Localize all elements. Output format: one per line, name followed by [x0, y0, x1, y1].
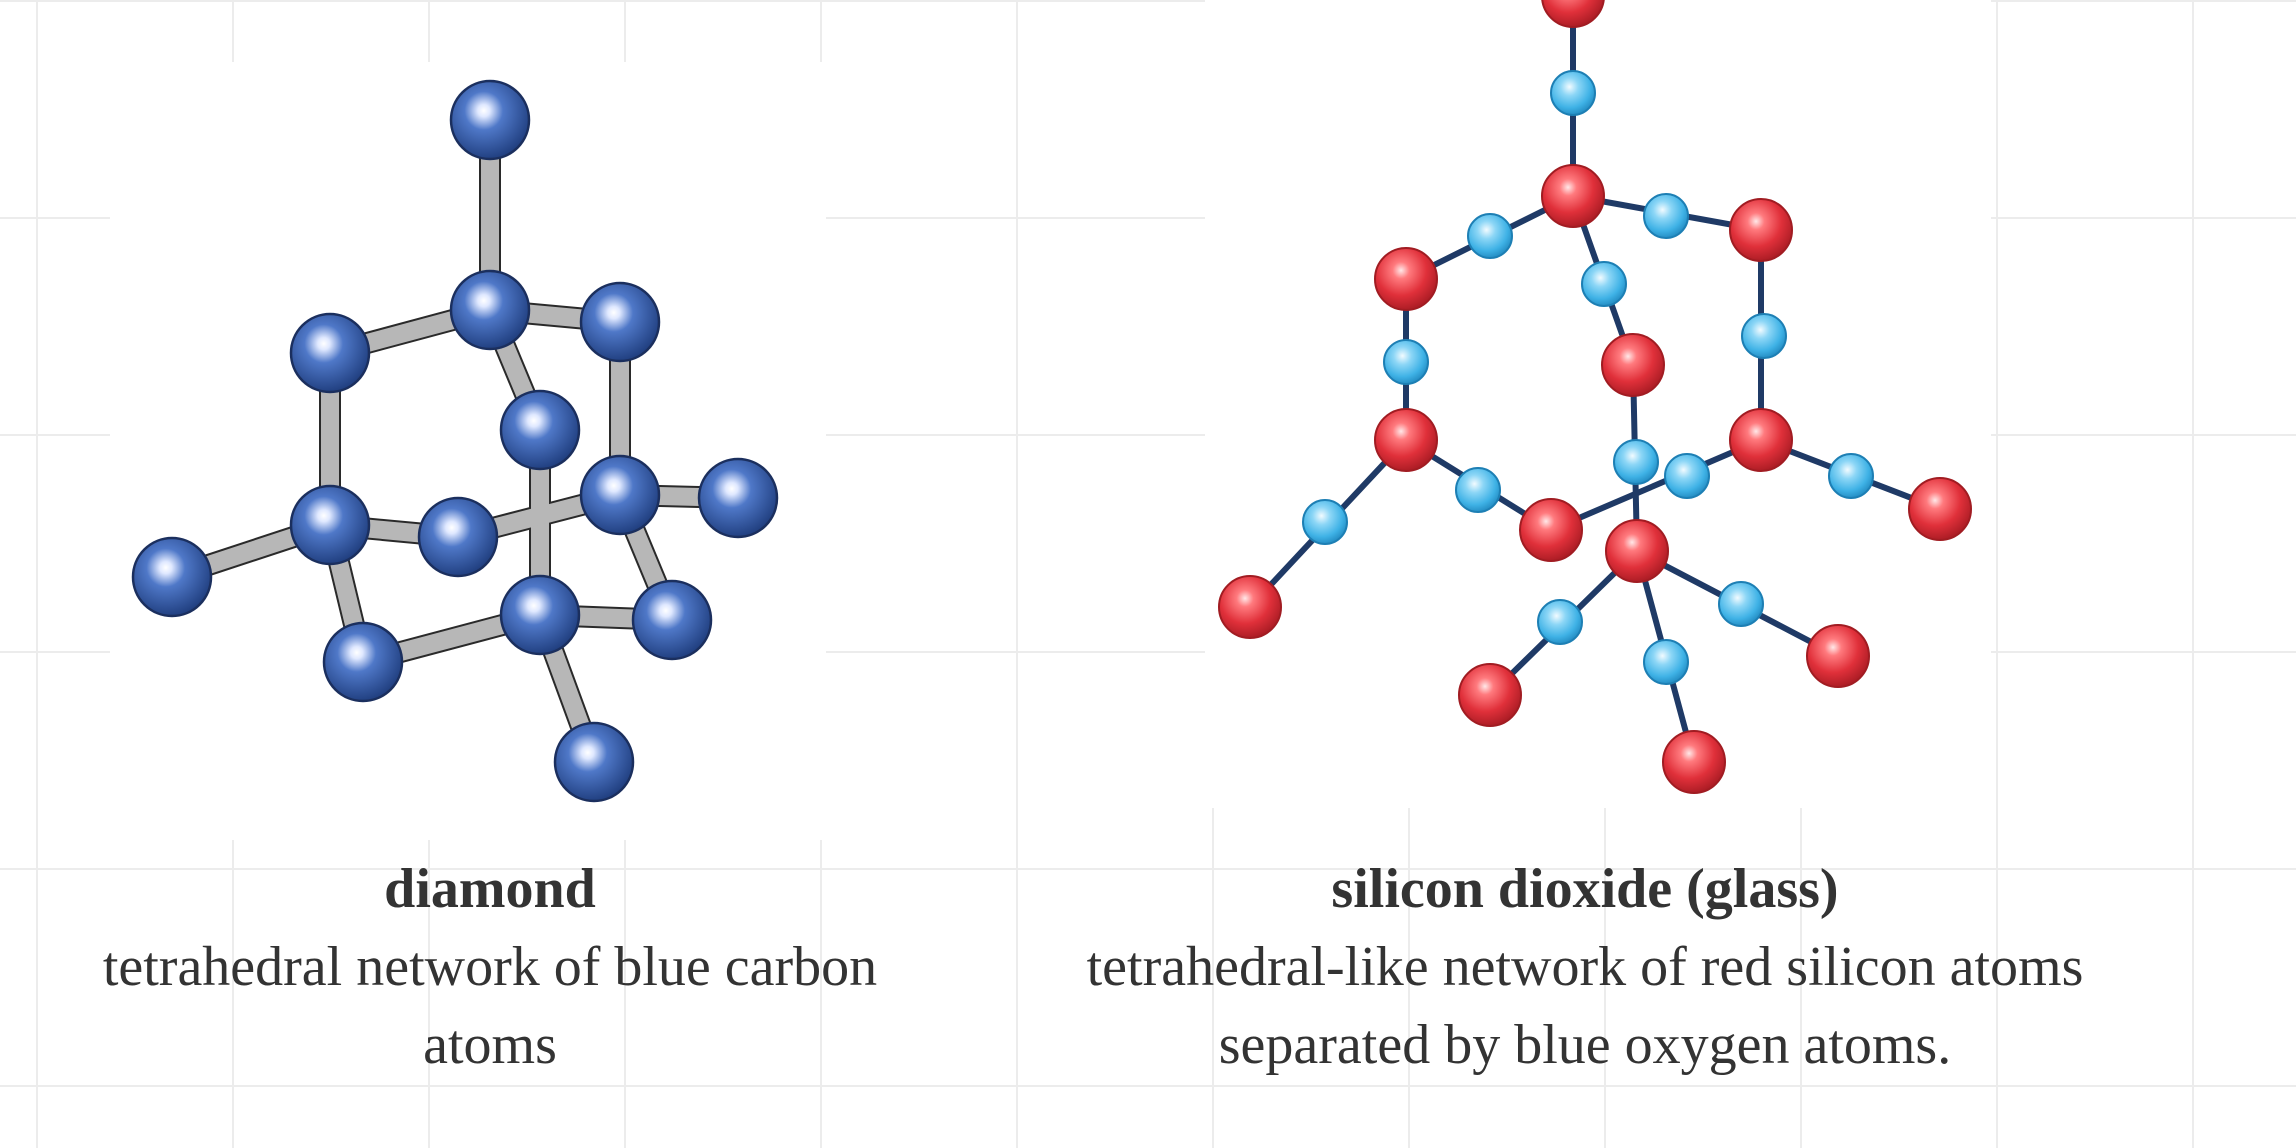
carbon-atom: [631, 579, 713, 661]
carbon-atom: [579, 454, 661, 536]
silicon-atom: [1729, 408, 1793, 472]
carbon-atom: [449, 269, 531, 351]
oxygen-atom: [1302, 499, 1348, 545]
silicon-atom: [1605, 519, 1669, 583]
silicon-atom: [1806, 624, 1870, 688]
carbon-atom: [499, 389, 581, 471]
silicon-atom: [1601, 333, 1665, 397]
silicon-atom: [1458, 663, 1522, 727]
silicon-atom: [1662, 730, 1726, 794]
oxygen-atom: [1581, 261, 1627, 307]
silicon-atom: [1541, 0, 1605, 28]
diamond-panel: [110, 62, 826, 840]
oxygen-atom: [1741, 313, 1787, 359]
glass-caption: silicon dioxide (glass) tetrahedral-like…: [1070, 850, 2100, 1084]
carbon-atom: [417, 496, 499, 578]
carbon-atom: [579, 281, 661, 363]
silicon-dioxide-structure: [1218, 0, 1972, 794]
oxygen-atom: [1537, 599, 1583, 645]
silicon-atom: [1519, 498, 1583, 562]
glass-description: tetrahedral-like network of red silicon …: [1086, 936, 2084, 1076]
oxygen-atom: [1643, 193, 1689, 239]
silicon-atoms: [1218, 0, 1972, 794]
carbon-atom: [289, 484, 371, 566]
carbon-atoms: [131, 79, 779, 803]
diamond-caption: diamond tetrahedral network of blue carb…: [30, 850, 950, 1084]
diamond-structure: [131, 79, 779, 803]
diamond-title: diamond: [384, 858, 596, 920]
carbon-atom: [553, 721, 635, 803]
oxygen-atom: [1613, 439, 1659, 485]
carbon-atom: [322, 621, 404, 703]
silicon-atom: [1218, 575, 1282, 639]
carbon-atom: [449, 79, 531, 161]
glass-title: silicon dioxide (glass): [1331, 858, 1839, 920]
oxygen-atoms: [1302, 70, 1874, 685]
silicon-atom: [1541, 164, 1605, 228]
silicon-atom: [1729, 198, 1793, 262]
carbon-atom: [289, 312, 371, 394]
oxygen-atom: [1383, 339, 1429, 385]
oxygen-atom: [1664, 453, 1710, 499]
diamond-description: tetrahedral network of blue carbon atoms: [102, 936, 878, 1076]
carbon-atom: [499, 574, 581, 656]
oxygen-atom: [1467, 213, 1513, 259]
oxygen-atom: [1550, 70, 1596, 116]
diamond-bonds: [168, 120, 739, 766]
silicon-atom: [1374, 247, 1438, 311]
oxygen-atom: [1828, 453, 1874, 499]
carbon-atom: [697, 457, 779, 539]
carbon-atom: [131, 536, 213, 618]
oxygen-atom: [1455, 467, 1501, 513]
silicon-atom: [1374, 408, 1438, 472]
silicon-atom: [1908, 477, 1972, 541]
oxygen-atom: [1718, 581, 1764, 627]
oxygen-atom: [1643, 639, 1689, 685]
